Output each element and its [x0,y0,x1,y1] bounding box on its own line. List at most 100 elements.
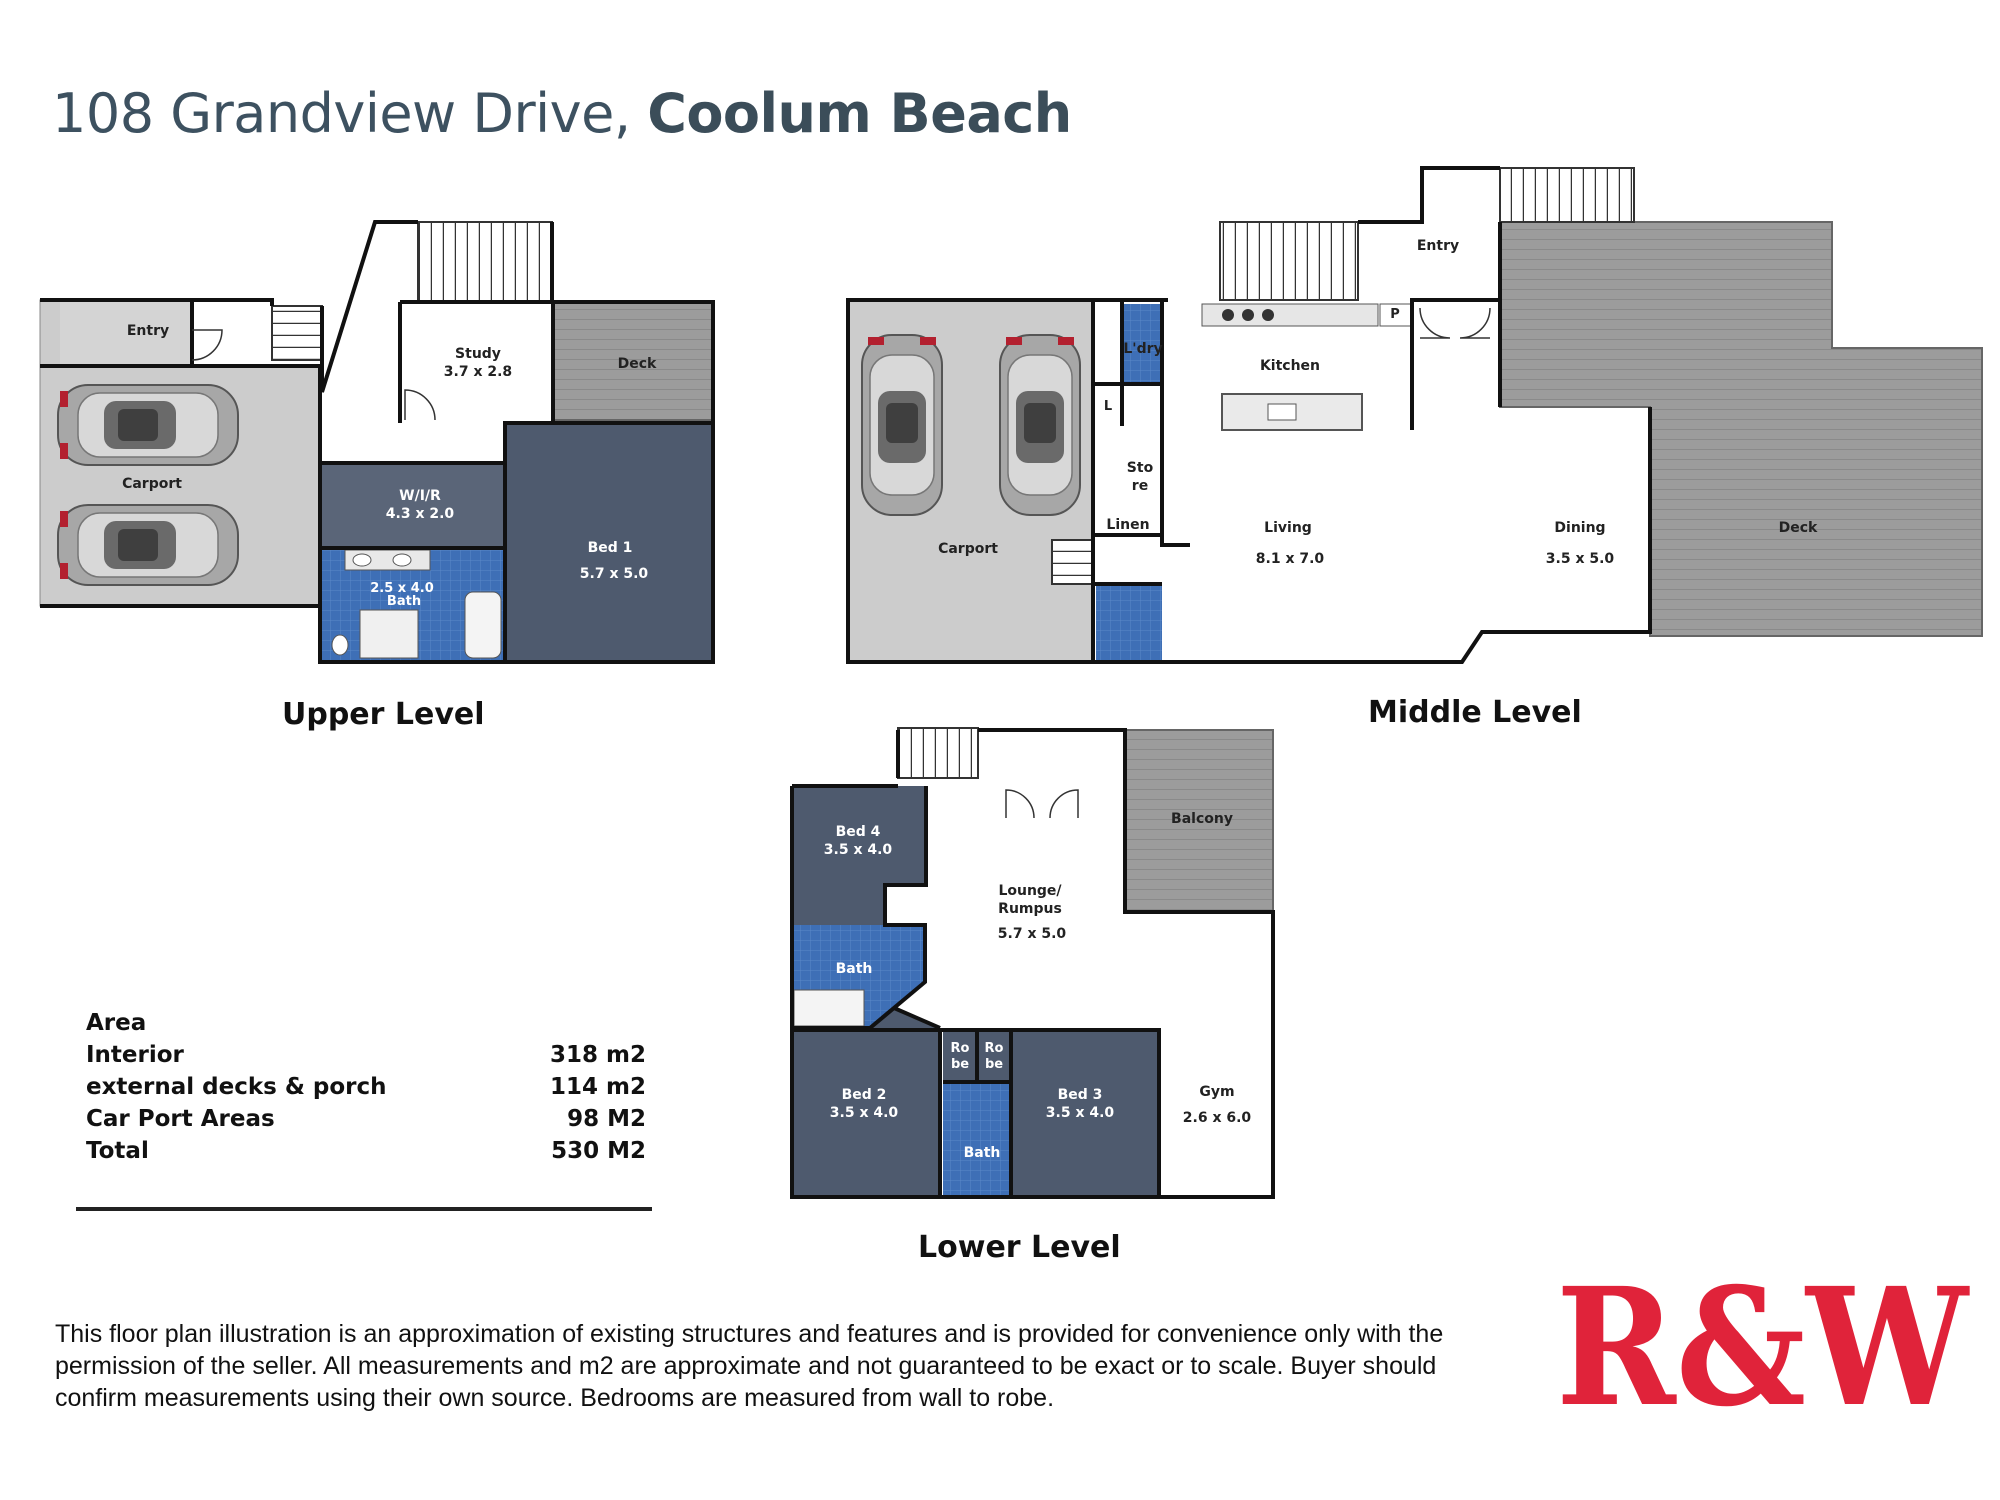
area-row-value: 114 m2 [550,1074,646,1100]
lower-bath2 [943,1082,1011,1195]
upper-study-dims: 3.7 x 2.8 [444,364,512,380]
lower-robe-a [943,1030,977,1080]
rw-logo-text: R&W [1556,1268,1970,1418]
middle-l-label: L [1104,399,1112,414]
area-row: Interior 318 m2 [86,1042,646,1074]
lower-bed4 [792,786,926,925]
lower-robe-b-label-1: Ro [985,1041,1004,1056]
area-row: Car Port Areas 98 M2 [86,1106,646,1138]
middle-cooktop-2 [1242,309,1254,321]
lower-bath2-label: Bath [964,1145,1001,1161]
lower-bath-label: Bath [836,961,873,977]
upper-study-door [404,389,436,421]
lower-level-title: Lower Level [918,1230,1121,1265]
area-row-value: 318 m2 [550,1042,646,1068]
lower-bed4-label: Bed 4 [836,824,881,840]
title-suburb: Coolum Beach [647,82,1072,145]
upper-wir-dims: 4.3 x 2.0 [386,506,455,522]
upper-bed1-dims: 5.7 x 5.0 [580,566,649,582]
upper-basin-2 [392,553,412,567]
lower-bed2-dims: 3.5 x 4.0 [830,1105,899,1121]
lower-gym-label: Gym [1199,1084,1234,1100]
area-row-label: external decks & porch [86,1074,387,1100]
lower-french-doors [1005,789,1079,819]
lower-walls [790,728,1275,1199]
middle-walls [846,166,1652,664]
middle-cooktop-3 [1262,309,1274,321]
lower-bed2-label: Bed 2 [842,1087,887,1103]
lower-robe-a-label-2: be [951,1057,969,1072]
rw-logo: R&W [1556,1268,1970,1418]
middle-car-1 [861,334,943,516]
upper-study-label: Study [455,346,501,362]
middle-stair-right [1499,167,1635,223]
lower-bath-tub [793,989,865,1027]
middle-laundry-label: L'dry [1123,341,1162,357]
upper-car-1 [57,384,239,466]
upper-car-2 [57,504,239,586]
upper-bath-dims: 2.5 x 4.0 [370,581,434,596]
middle-entry-doors [1419,307,1491,339]
lower-bed3-label: Bed 3 [1058,1087,1103,1103]
middle-lower-bath-tiles [1096,584,1162,660]
upper-entry-door [191,329,223,361]
upper-basin-1 [352,553,372,567]
upper-toilet [331,634,349,656]
middle-dining-label: Dining [1554,520,1605,536]
middle-kitchen-label: Kitchen [1260,358,1320,374]
upper-bathtub [464,591,502,659]
area-row-value: 98 M2 [567,1106,646,1132]
lower-gym-dims: 2.6 x 6.0 [1183,1110,1252,1126]
area-row: Total 530 M2 [86,1138,646,1170]
middle-dining-dims: 3.5 x 5.0 [1546,551,1615,567]
middle-stair-small [1051,539,1095,585]
upper-level-plan: Entry Carport Study 3.7 x 2.8 Deck W/I/R… [39,220,715,664]
middle-cooktop-1 [1222,309,1234,321]
upper-wir [320,463,505,548]
area-row-label: Car Port Areas [86,1106,275,1132]
middle-kitchen-sink [1267,403,1297,421]
area-row: external decks & porch 114 m2 [86,1074,646,1106]
lower-level-plan: Bed 4 3.5 x 4.0 Lounge/ Rumpus 5.7 x 5.0… [790,727,1275,1199]
upper-stair-top [417,221,553,303]
middle-car-2 [999,334,1081,516]
disclaimer-text: This floor plan illustration is an appro… [55,1320,1444,1412]
area-summary: Area Interior 318 m2 external decks & por… [86,1010,646,1170]
lower-lounge-label-2: Rumpus [998,901,1062,917]
area-heading-text: Area [86,1010,147,1036]
area-divider [76,1207,652,1211]
upper-bath-label: Bath [387,594,421,609]
upper-level-title: Upper Level [282,697,485,732]
middle-store-label-2: re [1132,478,1148,494]
lower-robe-b [977,1030,1011,1080]
middle-stair-left [1219,221,1359,301]
middle-laundry-tiles [1124,304,1162,384]
area-heading: Area [86,1010,646,1042]
upper-walls [40,220,715,664]
middle-level-title: Middle Level [1368,695,1582,730]
title-address: 108 Grandview Drive, [52,82,631,145]
lower-robe-a-label-1: Ro [951,1041,970,1056]
middle-living-dims: 8.1 x 7.0 [1256,551,1325,567]
lower-balcony-label: Balcony [1171,811,1233,827]
middle-level-plan: Entry Kitchen L'dry L P Sto re Linen Car… [846,166,1983,664]
upper-stair-entry [271,305,323,361]
lower-bed3-dims: 3.5 x 4.0 [1046,1105,1115,1121]
upper-entry-area [60,302,192,366]
lower-robe-b-label-2: be [985,1057,1003,1072]
area-row-label: Total [86,1138,149,1164]
area-row-value: 530 M2 [551,1138,646,1164]
upper-bed1-label: Bed 1 [588,540,633,556]
middle-p-label: P [1390,307,1400,322]
middle-linen-label: Linen [1106,517,1149,533]
lower-bed2 [792,1010,940,1195]
lower-lounge-label-1: Lounge/ [998,883,1062,899]
page-title: 108 Grandview Drive, Coolum Beach [52,82,1072,145]
lower-lounge-dims: 5.7 x 5.0 [998,926,1067,942]
middle-carport-label: Carport [938,541,998,557]
area-row-label: Interior [86,1042,184,1068]
upper-entry-label: Entry [127,323,169,339]
upper-carport-label: Carport [122,476,182,492]
middle-deck-label: Deck [1779,520,1818,536]
